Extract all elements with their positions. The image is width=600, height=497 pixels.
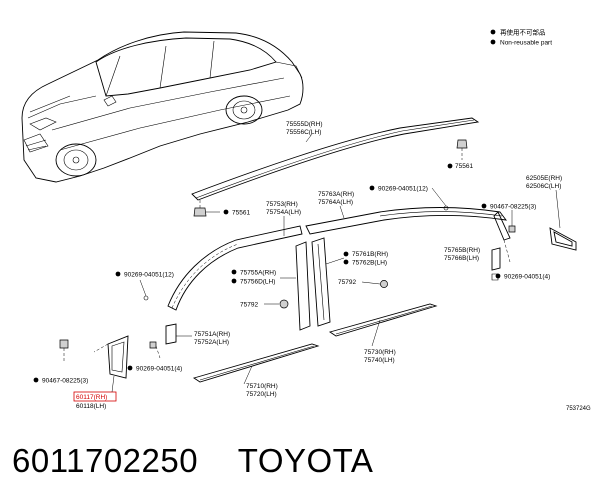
callout-62506c: 62506C(LH) [526, 183, 561, 190]
part-number: 6011702250 [12, 442, 199, 479]
target-part-callout: 60117(RH) 60118(LH) [73, 375, 117, 410]
callout-62505e: 62505E(RH) [526, 175, 562, 182]
clip-75561-upper: 75561 [447, 139, 473, 170]
pillar-garnish-center: 75761B(RH) 75762B(LH) [295, 237, 388, 331]
front-corner-garnish [93, 335, 129, 379]
figure-code: 753724G [566, 406, 591, 412]
callout-90467-top: 90467-08225(3) [490, 204, 536, 211]
callout-75764a: 75764A(LH) [318, 199, 353, 206]
legend-english: Non-reusable part [500, 40, 552, 47]
belt-moulding-rear: 75730(RH) 75740(LH) [328, 303, 438, 364]
callout-75792-right: 75792 [338, 279, 356, 286]
car-illustration [21, 31, 304, 183]
parts-diagram: 再使用不可部品 Non-reusable part [21, 28, 591, 412]
callout-75754a: 75754A(LH) [266, 209, 301, 216]
callout-75762b: 75762B(LH) [352, 260, 387, 267]
callout-90467-lower: 90467-08225(3) [42, 378, 88, 385]
roof-drip-moulding: 75555D(RH) 75556C(LH) [191, 117, 480, 201]
legend: 再使用不可部品 Non-reusable part [490, 28, 552, 47]
callout-75766b: 75766B(LH) [444, 255, 479, 262]
callout-75755a: 75755A(RH) [240, 270, 276, 277]
mirror-garnish: 75751A(RH) 75752A(LH) [165, 323, 230, 346]
callout-90269-top: 90269-04051(12) [378, 186, 428, 193]
callout-75561-upper: 75561 [455, 163, 473, 170]
clip-90269-right: 90269-04051(4) [491, 274, 550, 281]
clip-90269-top: 90269-04051(12) [369, 186, 449, 211]
non-reusable-dot-icon [490, 29, 496, 35]
highlight-box [73, 391, 117, 402]
callout-75792-left: 75792 [240, 302, 258, 309]
callout-75561-lower: 75561 [232, 210, 250, 217]
pillar-garnish-rear: 75765B(RH) 75766B(LH) [444, 247, 501, 271]
callout-75753: 75753(RH) [266, 201, 298, 208]
clip-75561-lower: 75561 [193, 200, 250, 217]
quarter-window-glass: 62505E(RH) 62506C(LH) [526, 175, 577, 251]
clip-90467-top: 90467-08225(3) [481, 204, 536, 233]
clip-90269-left: 90269-04051(12) [115, 272, 174, 301]
callout-75555d: 75555D(RH) [286, 121, 323, 128]
clip-75792-left: 75792 [240, 299, 289, 309]
callout-75752a: 75752A(LH) [194, 339, 229, 346]
callout-75556c: 75556C(LH) [286, 129, 321, 136]
callout-75761b: 75761B(RH) [352, 251, 388, 258]
pillar-garnish-front: 75755A(RH) 75756D(LH) [231, 270, 296, 286]
callout-90269-right: 90269-04051(4) [504, 274, 550, 281]
belt-moulding-front: 75710(RH) 75720(LH) [192, 343, 320, 398]
callout-75730: 75730(RH) [364, 349, 396, 356]
callout-75740: 75740(LH) [364, 357, 395, 364]
callout-75765b: 75765B(RH) [444, 247, 480, 254]
callout-75710: 75710(RH) [246, 383, 278, 390]
callout-60117: 60117(RH) [76, 394, 107, 401]
window-frame-moulding [167, 207, 511, 311]
clip-75792-right: 75792 [338, 279, 388, 288]
legend-japanese: 再使用不可部品 [500, 28, 546, 37]
callout-60118: 60118(LH) [76, 403, 106, 410]
callout-75751a: 75751A(RH) [194, 331, 230, 338]
callout-75763a: 75763A(RH) [318, 191, 354, 198]
callout-75720: 75720(LH) [246, 391, 277, 398]
part-caption: 6011702250 TOYOTA [12, 436, 588, 486]
callout-90269-lower: 90269-04051(4) [136, 366, 182, 373]
clip-90269-lower: 90269-04051(4) [127, 341, 182, 373]
non-reusable-dot-icon [490, 39, 496, 45]
callout-75756d: 75756D(LH) [240, 279, 275, 286]
callout-90269-left: 90269-04051(12) [124, 272, 174, 279]
clip-90467-lower: 90467-08225(3) [33, 339, 88, 385]
brand-name: TOYOTA [237, 442, 374, 479]
